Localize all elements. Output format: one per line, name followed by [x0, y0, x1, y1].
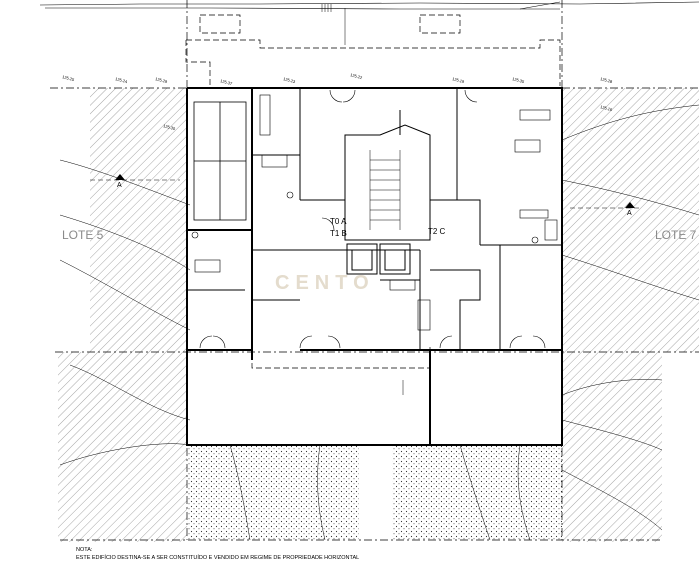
road-edge [39, 1, 699, 10]
section-arrow-right [625, 202, 635, 208]
upper-floor-outline [185, 14, 561, 369]
elevators [346, 243, 411, 275]
interior-walls [187, 88, 562, 350]
hatched-terrain [58, 88, 699, 542]
elevation-label: 125.25 [62, 74, 76, 82]
note-title: NOTA: [76, 547, 93, 553]
apartment-label-t2: T2 C [428, 227, 446, 236]
elevation-label: 125.23 [283, 76, 297, 84]
doors [199, 89, 546, 349]
lot-label-right: LOTE 7 [655, 228, 697, 242]
elevation-label: 125.30 [163, 123, 177, 131]
apartment-label-t1: T1 B [330, 229, 347, 238]
fence-marks [321, 4, 404, 395]
elevation-label: 125.19 [452, 76, 466, 84]
fixtures [191, 94, 558, 331]
watermark: CENTO [275, 272, 375, 294]
lot-label-left: LOTE 5 [62, 228, 104, 242]
staircase [369, 150, 401, 230]
court-box [193, 101, 247, 221]
dotted-garden [187, 445, 562, 540]
lot-boundary [50, 0, 699, 541]
elevation-label: 125.22 [350, 72, 364, 80]
note-text: ESTE EDIFÍCIO DESTINA-SE A SER CONSTITUÍ… [76, 555, 360, 561]
elevation-label: 125.16 [600, 104, 614, 112]
building-walls [186, 87, 563, 446]
elevation-label: 125.35 [512, 76, 526, 84]
elevation-label: 125.29 [155, 76, 169, 84]
section-marker-right: A [627, 210, 632, 217]
apartment-label-t0: T0 A [330, 217, 347, 226]
section-arrow-left [115, 174, 125, 180]
elevation-label: 125.24 [115, 76, 129, 84]
elevation-label: 125.37 [220, 78, 234, 86]
contour-lines [59, 104, 699, 541]
elevation-label: 125.28 [600, 76, 614, 84]
section-marker-left: A [117, 182, 122, 189]
